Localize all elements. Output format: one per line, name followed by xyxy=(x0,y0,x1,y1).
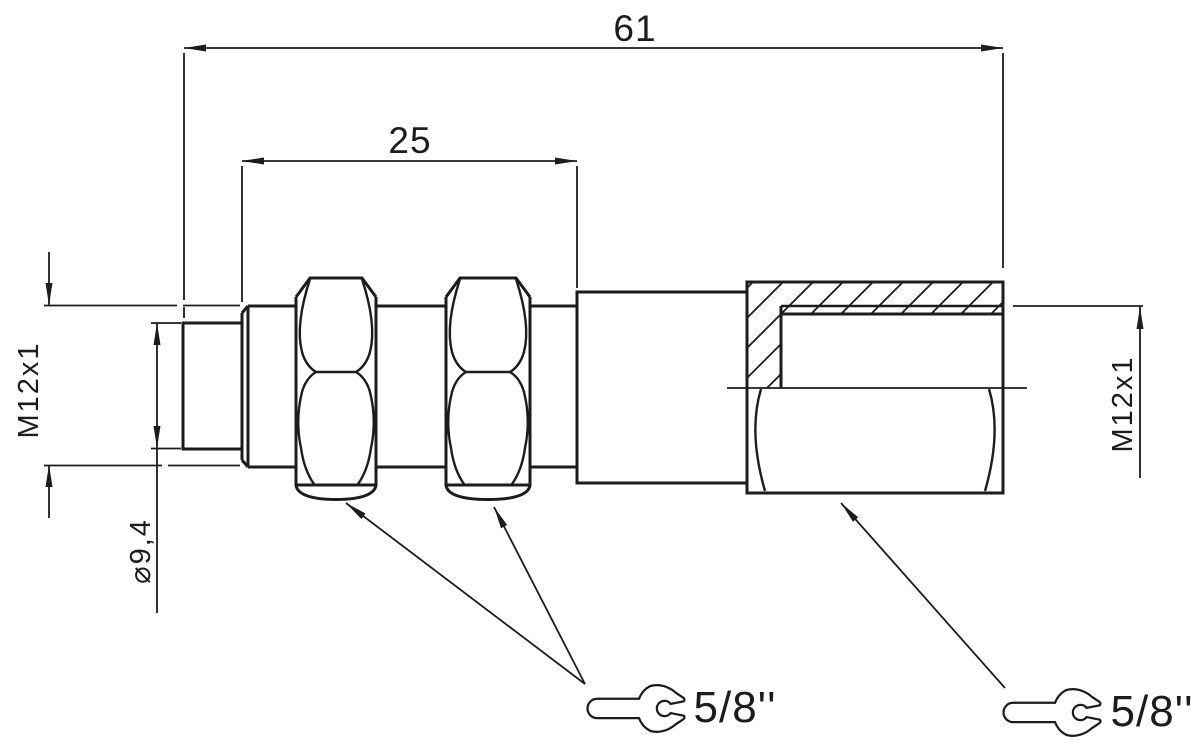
thread-section-2 xyxy=(530,304,577,469)
dim-25-label: 25 xyxy=(388,120,431,161)
housing-cylinder xyxy=(575,290,747,485)
hex-nut-1 xyxy=(294,276,378,502)
dimension-thread-right: M12x1 xyxy=(1013,305,1144,478)
tip-cylinder xyxy=(181,321,242,451)
wrench-right-size-label: 5/8'' xyxy=(1111,687,1194,736)
dimension-tip-diameter: ⌀9,4 xyxy=(125,322,181,613)
dimension-thread-length: 25 xyxy=(241,120,578,302)
wrench-icon-right xyxy=(1002,688,1102,737)
dimension-overall-length: 61 xyxy=(183,8,1004,318)
leader-lines xyxy=(345,502,1006,689)
tip-diameter-label: ⌀9,4 xyxy=(125,518,157,584)
thread-left-label: M12x1 xyxy=(13,341,45,438)
thread-body xyxy=(240,304,296,469)
wrench-left-size-label: 5/8'' xyxy=(694,683,777,732)
dim-61-label: 61 xyxy=(613,8,656,49)
dimension-thread-left: M12x1 xyxy=(13,252,240,518)
thread-section-1 xyxy=(376,304,446,469)
wrench-icon-left xyxy=(586,684,686,733)
thread-right-label: M12x1 xyxy=(1107,355,1139,452)
hex-nut-2 xyxy=(444,276,532,502)
